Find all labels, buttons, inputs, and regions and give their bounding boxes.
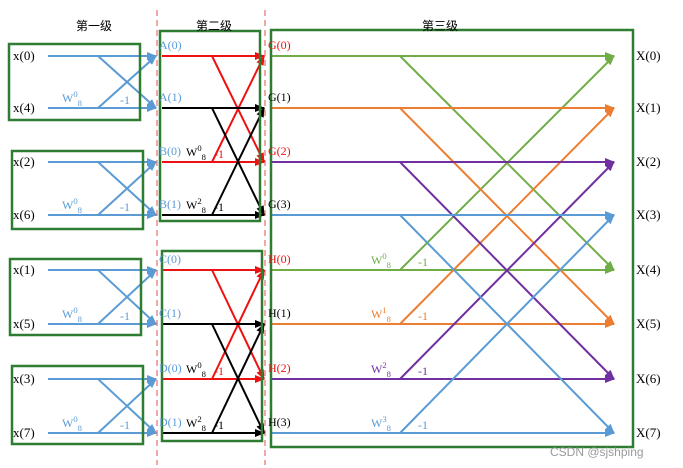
stage2-node-label: C(0) [159,252,181,266]
minus-one-label: -1 [120,93,130,107]
stage3-node-label: G(3) [268,197,291,211]
stage3-node-label: H(3) [268,415,291,429]
s1-cross-up-arrow [97,55,157,109]
twiddle-label: W18 [371,305,391,324]
twiddle-label: W28 [186,196,206,215]
minus-one-label: -1 [418,418,428,432]
stage3-node-label: G(1) [268,90,291,104]
stage3-node-label: H(1) [268,306,291,320]
input-label: x(3) [13,371,35,386]
stage3-node-label: H(0) [268,252,291,266]
minus-one-label: -1 [418,255,428,269]
s3-cross-up-arrow [399,214,615,434]
stage3-node-label: G(0) [268,38,291,52]
stage1-group-box [10,149,145,231]
twiddle-label: W28 [371,360,391,379]
output-label: X(5) [636,316,661,331]
minus-one-label: -1 [120,418,130,432]
stage1-group-box [10,364,145,446]
output-label: X(6) [636,371,661,386]
twiddle-label: W38 [371,414,391,433]
output-label: X(3) [636,207,661,222]
stage-header-2: 第二级 [196,19,232,33]
stage2-node-label: D(1) [159,415,182,429]
stage2-node-label: D(0) [159,361,182,375]
stage2-node-label: A(1) [159,90,182,104]
input-label: x(0) [13,48,35,63]
watermark-text: CSDN @sjshping [550,445,644,459]
stage2-node-label: B(0) [159,144,181,158]
minus-one-label: -1 [120,200,130,214]
minus-one-label: -1 [214,200,224,214]
twiddle-label: W08 [186,360,206,379]
s1-cross-up-arrow [97,269,157,325]
output-label: X(0) [636,48,661,63]
stage1-group-box [8,257,143,337]
input-label: x(4) [13,100,35,115]
stage3-node-label: G(2) [268,144,291,158]
minus-one-label: -1 [214,364,224,378]
stage2-group-box [160,249,264,443]
twiddle-label: W28 [186,414,206,433]
minus-one-label: -1 [418,309,428,323]
input-label: x(7) [13,425,35,440]
stage3-group-box [269,28,635,449]
s1-cross-up-arrow [97,161,157,216]
twiddle-label: W08 [371,251,391,270]
minus-one-label: -1 [214,418,224,432]
s2-cross-up-arrow [211,107,265,216]
input-label: x(1) [13,262,35,277]
twiddle-label: W08 [62,305,82,324]
stage2-node-label: B(1) [159,197,181,211]
input-label: x(5) [13,316,35,331]
input-label: x(6) [13,207,35,222]
output-label: X(2) [636,154,661,169]
minus-one-label: -1 [418,364,428,378]
twiddle-label: W08 [62,89,82,108]
twiddle-label: W08 [62,414,82,433]
output-label: X(4) [636,262,661,277]
s2-cross-up-arrow [211,323,265,434]
minus-one-label: -1 [120,309,130,323]
stage-header-3: 第三级 [422,19,458,33]
stage2-node-label: C(1) [159,306,181,320]
twiddle-label: W08 [186,143,206,162]
stage2-node-label: A(0) [159,38,182,52]
s1-cross-up-arrow [97,378,157,434]
minus-one-label: -1 [214,147,224,161]
stage-header-1: 第一级 [76,19,112,33]
stage3-node-label: H(2) [268,361,291,375]
stage1-group-box [7,42,142,122]
output-label: X(7) [636,425,661,440]
stage2-group-box [158,29,262,223]
input-label: x(2) [13,154,35,169]
s3-cross-up-arrow [399,161,615,380]
output-label: X(1) [636,100,661,115]
twiddle-label: W08 [62,196,82,215]
